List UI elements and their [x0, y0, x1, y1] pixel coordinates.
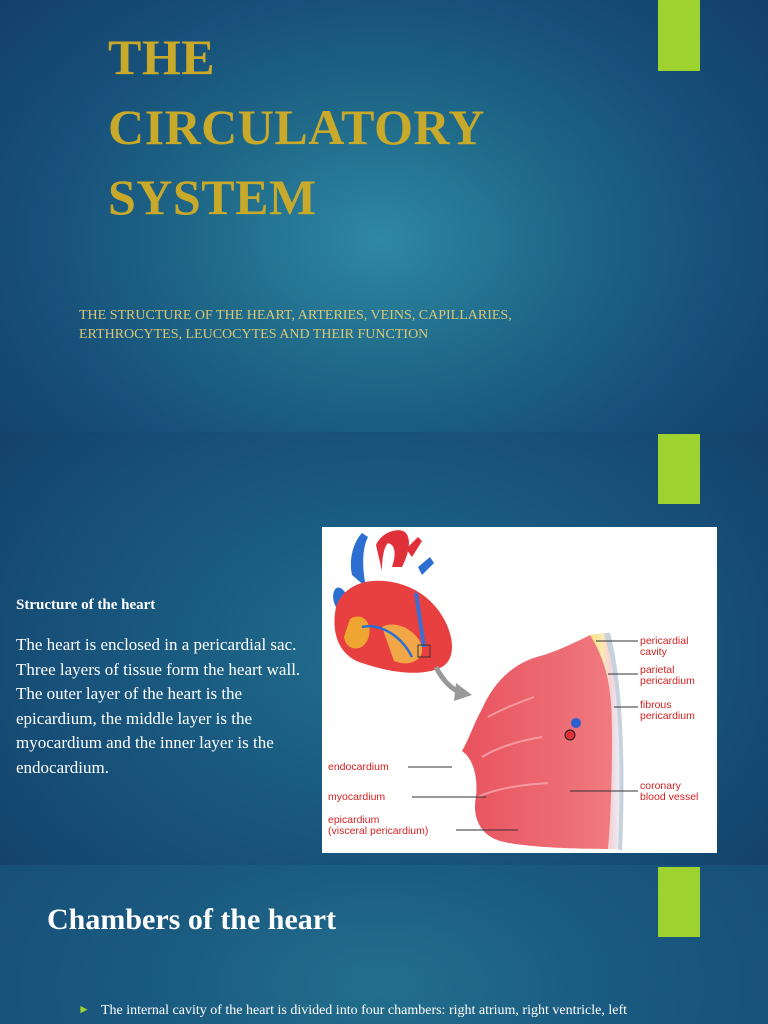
- slide-chambers: Chambers of the heart ► The internal cav…: [0, 865, 768, 1024]
- slide-title: THE CIRCULATORY SYSTEM THE STRUCTURE OF …: [0, 0, 768, 432]
- label-coronary-blood-vessel: coronary blood vessel: [640, 780, 698, 803]
- slide-title-heading: THE CIRCULATORY SYSTEM: [108, 22, 568, 232]
- accent-bar: [658, 0, 700, 71]
- wall-section: [462, 633, 624, 851]
- label-myocardium: myocardium: [328, 791, 385, 803]
- leader-lines: [408, 640, 638, 831]
- slide-structure: Structure of the heart The heart is encl…: [0, 432, 768, 865]
- section-heading: Structure of the heart: [16, 597, 156, 613]
- accent-bar: [658, 867, 700, 937]
- label-endocardium: endocardium: [328, 761, 389, 773]
- title-line: THE: [108, 29, 216, 85]
- body-paragraph: The heart is enclosed in a pericardial s…: [16, 635, 301, 777]
- section-heading: Chambers of the heart: [47, 903, 337, 936]
- heart-illustration: [333, 530, 452, 673]
- triangle-bullet-icon: ►: [78, 1002, 90, 1016]
- label-epicardium: epicardium (visceral pericardium): [328, 814, 428, 837]
- accent-bar: [658, 434, 700, 504]
- label-parietal-pericardium: parietal pericardium: [640, 664, 695, 687]
- subtitle-line: ERTHROCYTES, LEUCOCYTES AND THEIR FUNCTI…: [79, 327, 429, 342]
- bullet-item: The internal cavity of the heart is divi…: [101, 1003, 627, 1018]
- heart-wall-diagram: pericardial cavity parietal pericardium …: [322, 527, 717, 853]
- subtitle-line: THE STRUCTURE OF THE HEART, ARTERIES, VE…: [79, 308, 512, 323]
- title-line: SYSTEM: [108, 169, 317, 225]
- slide-subtitle: THE STRUCTURE OF THE HEART, ARTERIES, VE…: [79, 306, 599, 344]
- label-fibrous-pericardium: fibrous pericardium: [640, 699, 695, 722]
- label-pericardial-cavity: pericardial cavity: [640, 635, 691, 658]
- title-line: CIRCULATORY: [108, 99, 485, 155]
